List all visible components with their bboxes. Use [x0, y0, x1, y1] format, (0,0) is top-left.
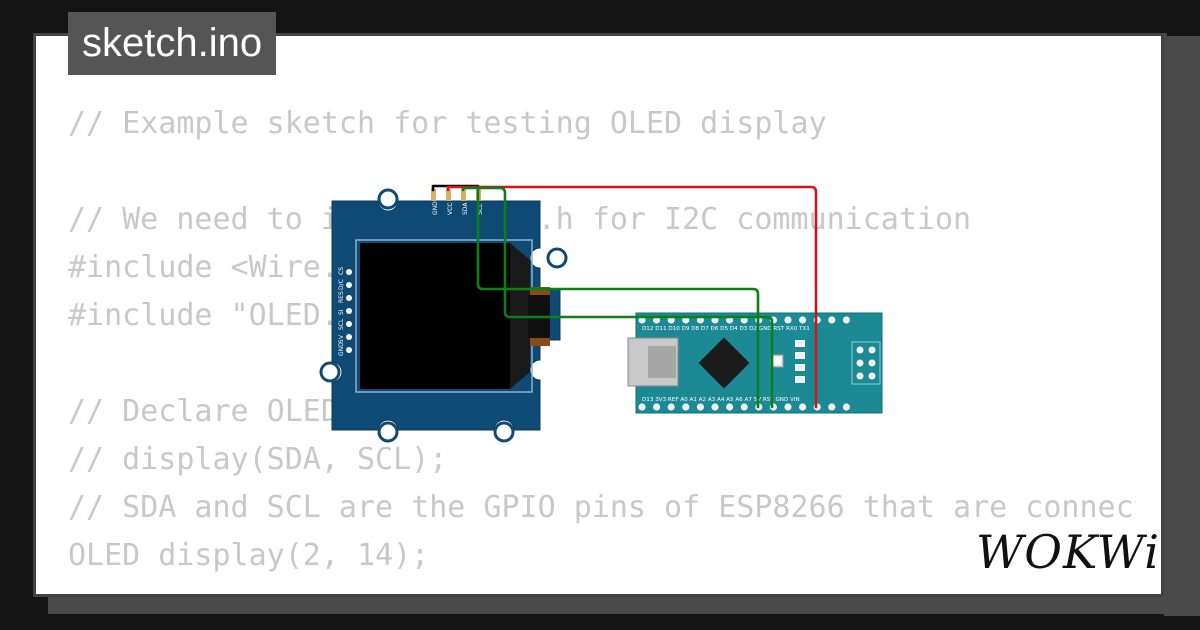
- nano-top-pin-labels: D12 D11 D10 D9 D8 D7 D6 D5 D4 D3 D2 GND …: [642, 326, 810, 332]
- oled-side-pin-label: GND: [338, 342, 345, 356]
- nano-pin-hole[interactable]: [653, 403, 661, 411]
- oled-pin-scl[interactable]: SCL: [477, 203, 484, 215]
- code-line: // Example sketch for testing OLED displ…: [68, 106, 827, 141]
- oled-pin-sda[interactable]: SDA: [462, 202, 469, 215]
- nano-pin-hole[interactable]: [842, 403, 851, 411]
- nano-pin-hole[interactable]: [828, 403, 836, 411]
- nano-pin-hole[interactable]: [726, 403, 734, 411]
- microcontroller-chip: [698, 337, 750, 389]
- oled-side-pin-label: D/C: [338, 279, 345, 290]
- nano-pin-hole[interactable]: [711, 403, 719, 411]
- nano-pin-hole[interactable]: [667, 403, 675, 411]
- code-clip-mask: [1136, 36, 1164, 591]
- code-line: OLED display(2, 14);: [68, 538, 430, 573]
- oled-module[interactable]: GND VCC SDA SCL CS D/C RES SI SCL 5V GND: [319, 188, 568, 443]
- oled-screen: [360, 243, 510, 389]
- nano-pin-hole[interactable]: [842, 316, 851, 324]
- nano-pin-hole[interactable]: [682, 403, 690, 411]
- card-shadow-edge: [1164, 36, 1200, 616]
- oled-side-pin-label: CS: [338, 267, 345, 275]
- wokwi-logo: WOKWi: [976, 525, 1160, 579]
- nano-pin-hole[interactable]: [740, 403, 748, 411]
- nano-bottom-pin-labels: D13 3V3 REF A0 A1 A2 A3 A4 A5 A6 A7 5V R…: [642, 397, 800, 403]
- nano-pin-hole[interactable]: [696, 403, 705, 411]
- nano-pin-hole[interactable]: [638, 403, 646, 411]
- oled-side-pin-label: RES: [338, 291, 345, 303]
- wire-scl[interactable]: [461, 186, 774, 409]
- card-border-edge: [1161, 33, 1164, 594]
- oled-side-pin-label: SCL: [338, 318, 345, 330]
- preview-card: [33, 33, 1167, 597]
- wire-vcc[interactable]: [446, 185, 818, 409]
- nano-pin-hole[interactable]: [784, 403, 792, 411]
- oled-pin-vcc[interactable]: VCC: [447, 203, 454, 215]
- oled-pin-gnd[interactable]: GND: [432, 201, 439, 215]
- wires: [431, 184, 818, 409]
- nano-pin-hole[interactable]: [799, 403, 807, 411]
- wire-sda[interactable]: [476, 188, 760, 409]
- filename-tab[interactable]: sketch.ino: [68, 12, 277, 75]
- code-line: // display(SDA, SCL);: [68, 442, 448, 477]
- nano-pin-hole[interactable]: [799, 316, 807, 324]
- nano-pin-hole[interactable]: [828, 316, 836, 324]
- oled-side-pin-label: 5V: [338, 334, 345, 343]
- arduino-nano-board[interactable]: D12 D11 D10 D9 D8 D7 D6 D5 D4 D3 D2 GND …: [627, 312, 883, 414]
- oled-side-pin-label: SI: [338, 309, 345, 315]
- nano-pin-hole[interactable]: [784, 316, 792, 324]
